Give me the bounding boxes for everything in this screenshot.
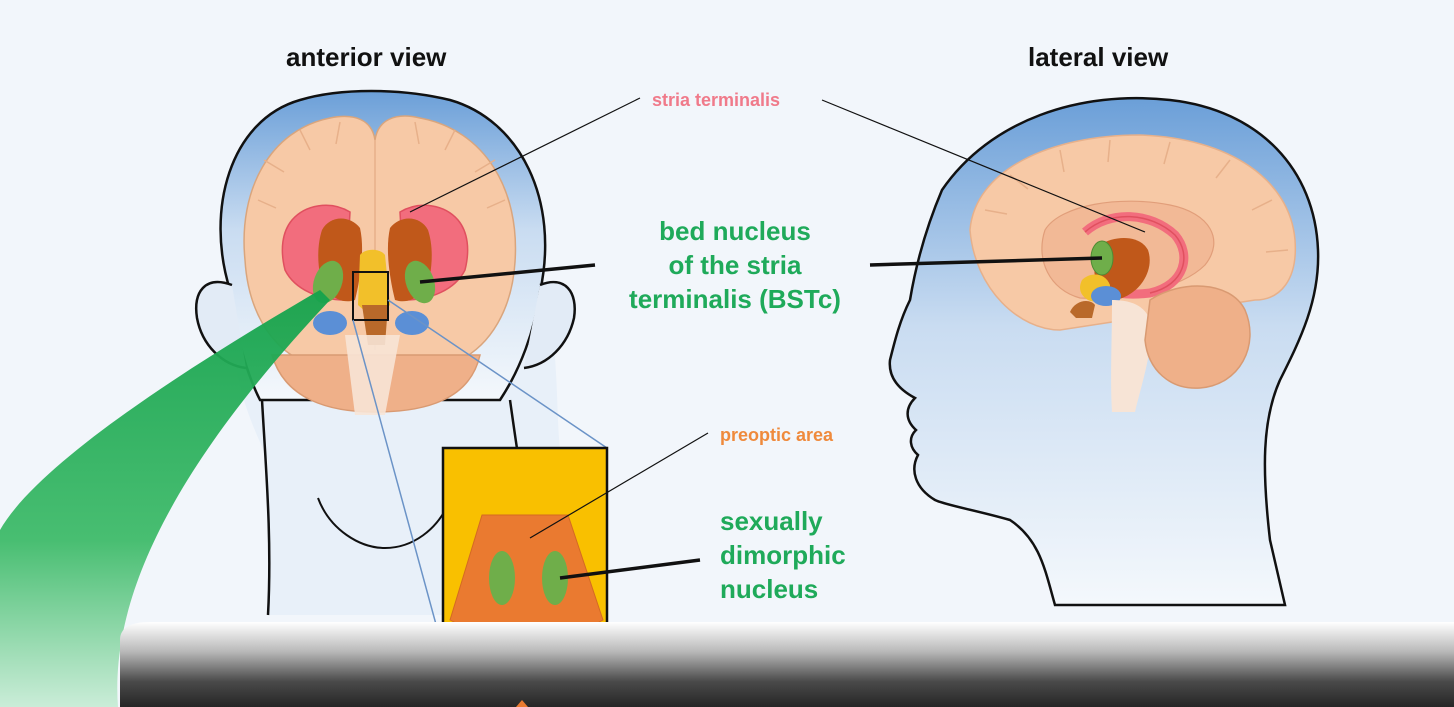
bottom-bar bbox=[120, 622, 1454, 707]
sdn-label-line2: dimorphic bbox=[720, 538, 846, 572]
bstc-label: bed nucleus of the stria terminalis (BST… bbox=[600, 214, 870, 316]
stria-terminalis-label: stria terminalis bbox=[652, 90, 780, 111]
anterior-left-blue bbox=[313, 311, 347, 335]
anterior-right-blue bbox=[395, 311, 429, 335]
preoptic-area-label: preoptic area bbox=[720, 425, 833, 446]
bstc-label-line2: of the stria bbox=[600, 248, 870, 282]
sdn-label: sexually dimorphic nucleus bbox=[720, 504, 846, 606]
sdn-label-line1: sexually bbox=[720, 504, 846, 538]
sdn-left bbox=[489, 551, 515, 605]
anterior-view-title: anterior view bbox=[286, 42, 446, 73]
bstc-label-line3: terminalis (BSTc) bbox=[600, 282, 870, 316]
lateral-view-title: lateral view bbox=[1028, 42, 1168, 73]
bstc-label-line1: bed nucleus bbox=[600, 214, 870, 248]
lateral-head bbox=[890, 98, 1318, 605]
lateral-cerebellum bbox=[1145, 286, 1250, 388]
sdn-label-line3: nucleus bbox=[720, 572, 846, 606]
